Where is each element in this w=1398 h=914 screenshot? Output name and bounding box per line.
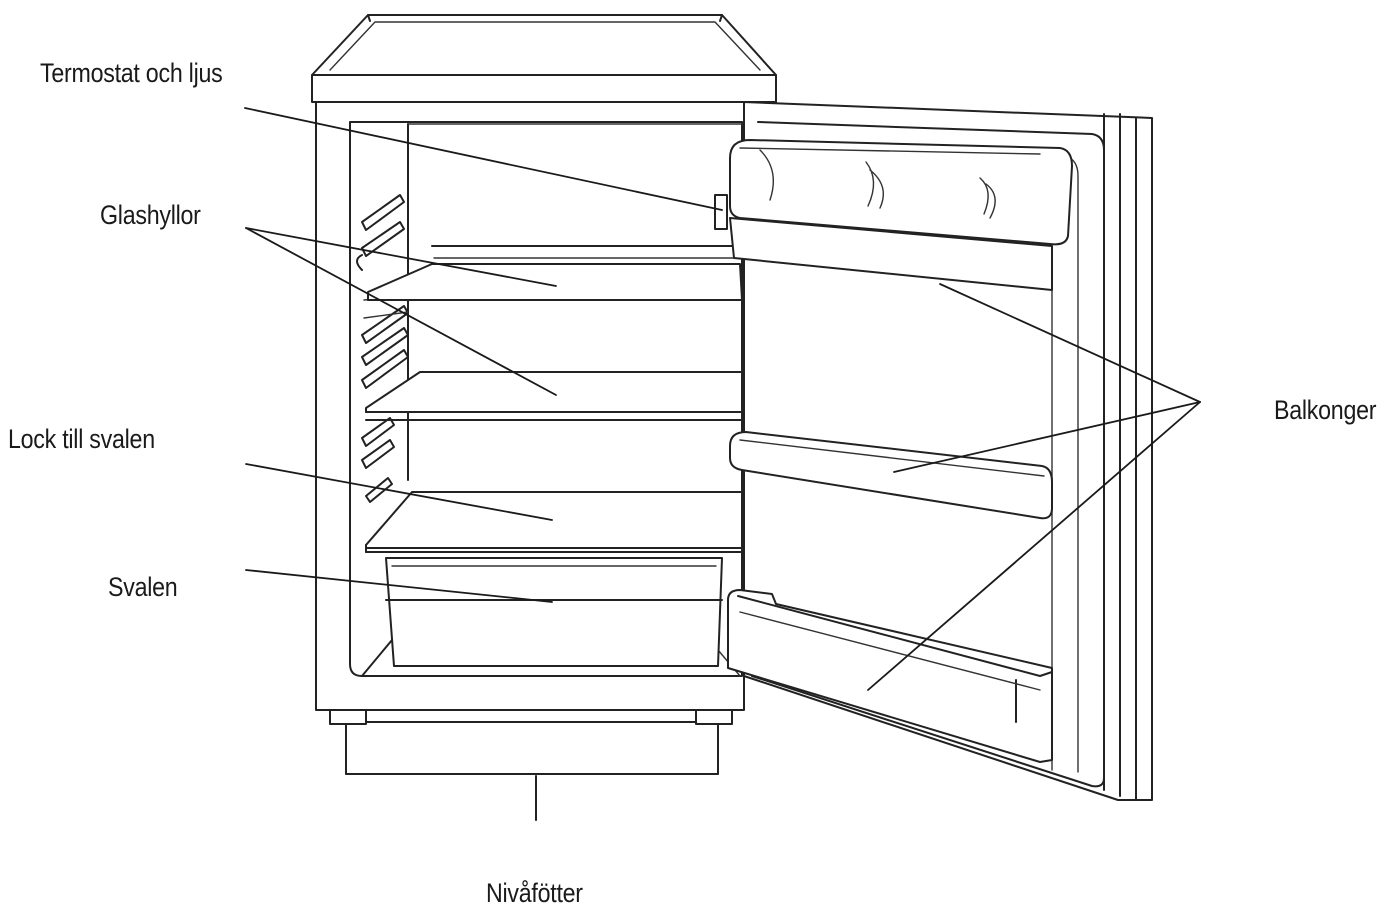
label-crisper: Svalen <box>108 572 178 602</box>
crisper-lid <box>365 491 743 553</box>
label-balconies: Balkonger <box>1274 395 1377 425</box>
door-balcony-middle <box>729 431 1053 520</box>
leader-thermostat <box>244 107 723 211</box>
leader-balconies <box>867 283 1201 691</box>
label-crisper-lid: Lock till svalen <box>8 424 155 454</box>
label-leveling-feet: Nivåfötter <box>486 878 583 908</box>
door-balcony-bottom <box>727 589 1053 763</box>
leader-crisper <box>245 569 553 603</box>
cabinet-top <box>311 14 777 103</box>
glass-shelf-upper <box>367 245 743 301</box>
label-thermostat: Termostat och ljus <box>40 58 223 88</box>
crisper-drawer <box>385 557 723 667</box>
glass-shelf-lower <box>365 371 743 421</box>
plinth <box>329 709 733 821</box>
label-glass-shelves: Glashyllor <box>100 200 201 230</box>
thermostat-box <box>714 194 728 230</box>
leader-crisper-lid <box>245 463 553 521</box>
shelf-rails <box>356 194 409 503</box>
door-balcony-top <box>729 139 1073 291</box>
leader-glass-shelves <box>245 227 557 396</box>
